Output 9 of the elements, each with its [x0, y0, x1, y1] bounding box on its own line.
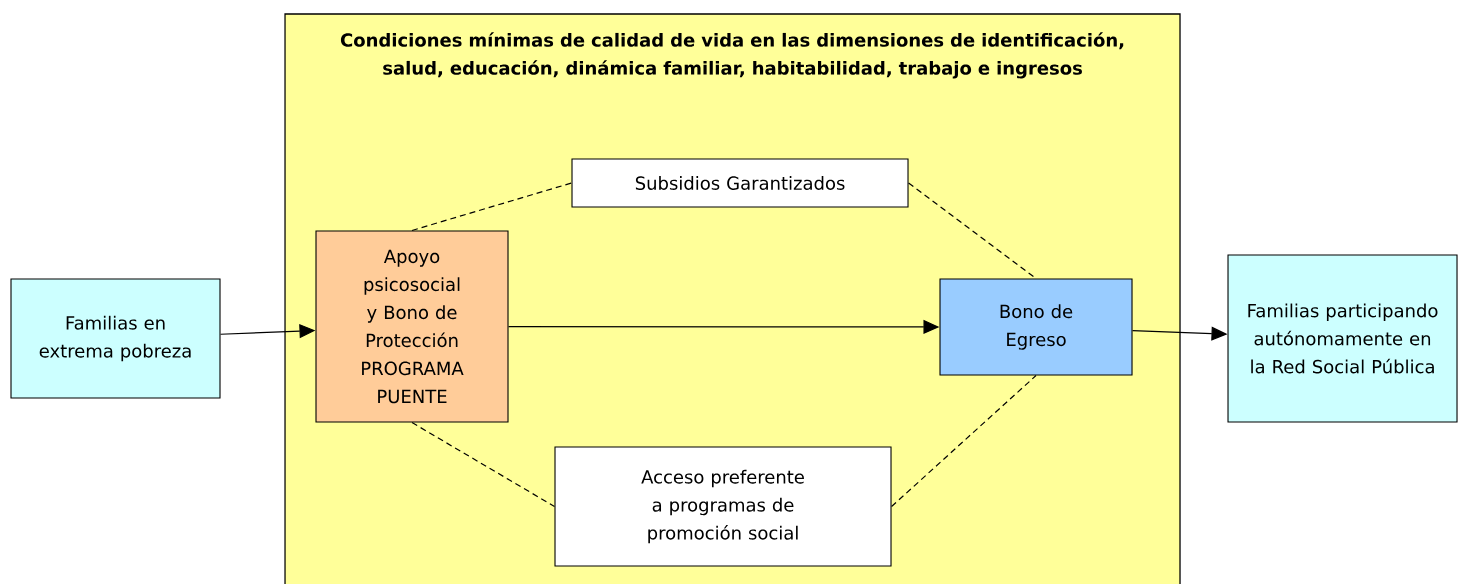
connector-line [411, 421, 556, 508]
process-box: Subsidios Garantizados [571, 158, 909, 208]
connector-line [890, 374, 1037, 508]
process-box: Acceso preferente a programas de promoción social [554, 446, 892, 567]
process-box: Bono de Egreso [939, 278, 1133, 376]
process-box: Familias en extrema pobreza [10, 278, 221, 399]
connector-line [411, 182, 573, 232]
process-box: Familias participando autónomamente en la Red Social Pública [1227, 254, 1458, 423]
process-box: Apoyo psicosocial y Bono de Protección PROGRAMA PUENTE [315, 230, 509, 423]
